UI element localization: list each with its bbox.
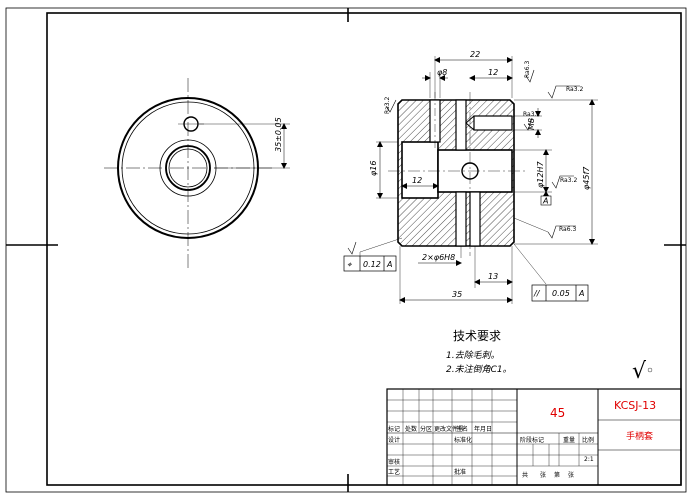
- gdt-position-datum: A: [386, 260, 392, 269]
- svg-text:Ra3.2: Ra3.2: [560, 177, 577, 184]
- tb-sheet-label: 张: [540, 471, 546, 479]
- tb-standardization: 标准化: [454, 436, 472, 444]
- dim-left-phi16: φ16: [369, 161, 378, 176]
- roughness-r6: Ra6.3: [513, 217, 576, 239]
- tb-col-mark: 标记: [388, 425, 400, 433]
- tb-scale-value: 2:1: [584, 456, 594, 463]
- gdt-parallel-datum: A: [578, 289, 584, 298]
- tb-sheet-no: 第: [554, 471, 560, 479]
- gdt-position-frame: ⌖ 0.12 A: [343, 237, 403, 272]
- svg-text:Ra3.2: Ra3.2: [566, 86, 583, 93]
- tb-sheet-label-2: 张: [568, 471, 574, 479]
- dim-bottom-13: 13: [488, 272, 498, 281]
- tb-drawing-no: KCSJ-13: [614, 399, 656, 412]
- gdt-position-value: 0.12: [363, 260, 381, 269]
- dim-top-12: 12: [488, 68, 498, 77]
- svg-text:Ra6.3: Ra6.3: [559, 226, 576, 233]
- tb-material: 45: [550, 406, 565, 420]
- dim-top-22: 22: [470, 50, 480, 59]
- svg-text:Ra3.2: Ra3.2: [523, 111, 540, 118]
- dim-bottom-35: 35: [452, 290, 462, 299]
- datum-a: A: [542, 197, 548, 206]
- tech-requirement-2: 2.未注倒角C1。: [446, 364, 512, 375]
- dim-bolt-spacing: 35±0.05: [274, 117, 283, 152]
- dim-right-phi45f7: φ45f7: [582, 166, 591, 190]
- title-block: 标记 处数 分区 更改文件号 签名 年月日 设计 标准化 审核 工艺 批准 45…: [386, 388, 682, 486]
- tb-stage-mark: 阶段标记: [520, 436, 544, 444]
- dim-top-phi8: φ8: [437, 68, 447, 77]
- tech-requirement-1: 1.去除毛刺。: [446, 350, 500, 361]
- roughness-r4: Ra3.2: [523, 111, 540, 131]
- tb-weight: 重量: [563, 436, 575, 444]
- tb-col-count: 处数: [405, 425, 417, 433]
- tb-col-change-doc: 更改文件号: [434, 425, 464, 433]
- roughness-r3: Ra3.2: [547, 85, 583, 99]
- dim-inner-12: 12: [412, 176, 422, 185]
- gdt-parallel-frame: // 0.05 A: [513, 243, 589, 302]
- tb-col-zone: 分区: [420, 425, 432, 433]
- svg-text:Ra3.2: Ra3.2: [384, 97, 391, 114]
- tb-reviewer: 审核: [388, 458, 400, 466]
- dim-pin-2xphi6h8: 2×φ6H8: [422, 253, 455, 262]
- gdt-parallel-value: 0.05: [552, 289, 570, 298]
- dim-right-phi12h7: φ12H7: [536, 161, 545, 188]
- svg-text:Ra6.3: Ra6.3: [524, 61, 531, 78]
- gdt-parallel-symbol: //: [533, 289, 541, 298]
- tb-scale: 比例: [582, 436, 594, 444]
- tb-col-sign: 签名: [456, 425, 468, 433]
- tb-part-name: 手柄套: [626, 430, 653, 442]
- tech-requirements-title: 技术要求: [453, 329, 501, 343]
- roughness-r5: Ra3.2: [551, 175, 577, 189]
- general-roughness-mark: √: [632, 359, 647, 384]
- tb-col-date: 年月日: [474, 425, 492, 433]
- tech-requirements: 技术要求 1.去除毛刺。 2.未注倒角C1。: [446, 329, 512, 375]
- tb-designer: 设计: [388, 436, 400, 444]
- tb-process: 工艺: [388, 468, 400, 476]
- tb-approve: 批准: [454, 468, 466, 476]
- tb-sheet-total: 共: [522, 471, 528, 479]
- roughness-r2: Ra6.3: [524, 61, 535, 83]
- sheet-frame: [5, 7, 687, 493]
- gdt-position-symbol: ⌖: [347, 260, 353, 269]
- roughness-r1: Ra3.2: [384, 97, 397, 114]
- dim-slot-m8: M8: [527, 118, 536, 130]
- section-view: 22 φ8 12 φ16 12 φ12H7 M8 φ45f7: [343, 50, 598, 304]
- front-view: 35±0.05: [104, 78, 290, 268]
